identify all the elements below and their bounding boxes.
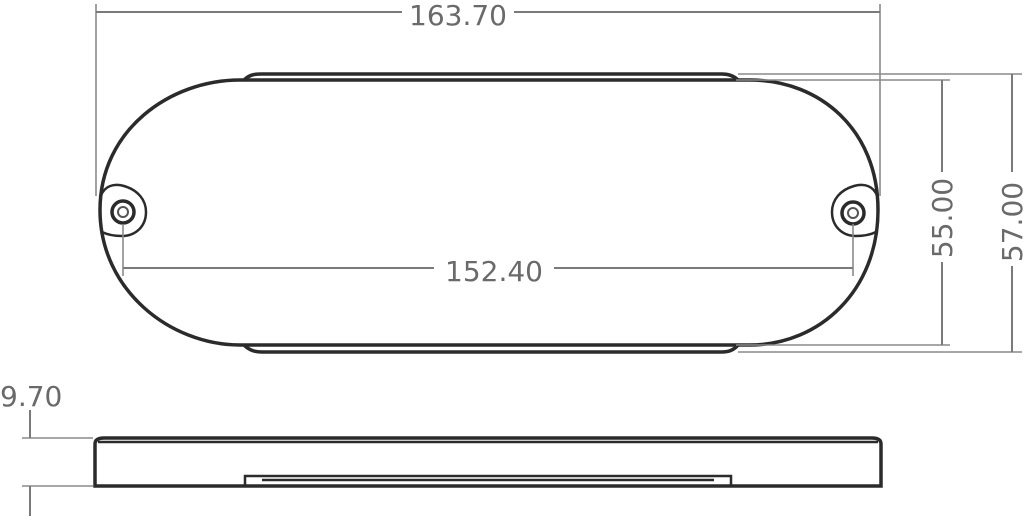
top-rib <box>242 72 740 82</box>
overall-width-dimension: 57.00 <box>738 73 1023 353</box>
left-mounting-hole <box>110 199 136 225</box>
side-view <box>93 436 883 488</box>
body-width-label: 55.00 <box>926 178 959 258</box>
right-mounting-hole <box>840 200 866 226</box>
bottom-rib <box>242 343 740 354</box>
overall-width-label: 57.00 <box>996 182 1023 262</box>
overall-length-dimension: 163.70 <box>95 0 881 196</box>
overall-length-label: 163.70 <box>409 0 507 32</box>
side-rib <box>243 474 733 486</box>
height-dimension: 9.70 <box>0 380 93 516</box>
hole-spacing-dimension: 152.40 <box>122 224 854 288</box>
side-profile <box>93 436 883 488</box>
right-lug-outline <box>830 183 879 238</box>
hole-spacing-label: 152.40 <box>445 255 543 288</box>
height-label: 9.70 <box>0 380 62 413</box>
left-hole-center <box>117 206 129 218</box>
left-lug-outline <box>99 183 148 238</box>
top-view <box>98 72 880 354</box>
right-hole-center <box>847 207 859 219</box>
body-width-dimension: 55.00 <box>736 79 959 346</box>
plate-outline <box>98 78 880 347</box>
